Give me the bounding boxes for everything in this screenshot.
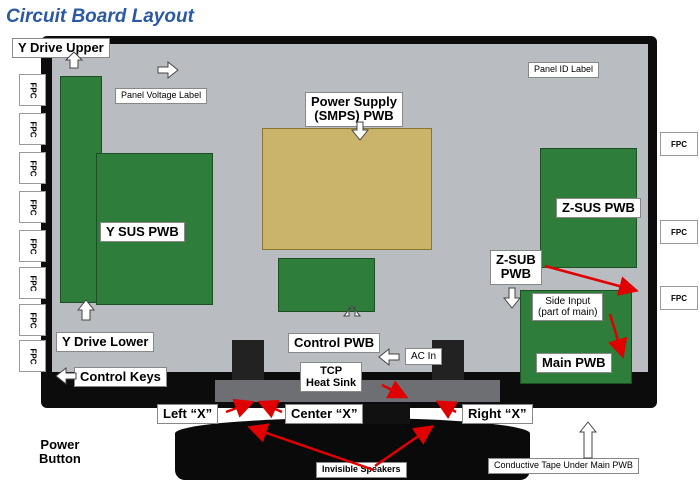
fpc-label: FPC: [19, 267, 46, 299]
fpc-label: FPC: [660, 220, 698, 244]
label-power-button: Power Button: [39, 437, 81, 467]
y-drive-board: [60, 76, 102, 303]
fpc-label: FPC: [19, 304, 46, 336]
fpc-label: FPC: [19, 152, 46, 184]
fpc-label: FPC: [660, 286, 698, 310]
label-left-x: Left “X”: [157, 404, 219, 425]
white-arrow: [55, 51, 598, 459]
label-panel-id: Panel ID Label: [528, 62, 600, 78]
label-power-supply: Power Supply (SMPS) PWB: [305, 92, 403, 127]
label-z-sub: Z-SUB PWB: [490, 250, 542, 285]
label-invisible-speakers: Invisible Speakers: [316, 462, 407, 478]
fpc-label: FPC: [19, 340, 46, 372]
label-conductive-tape: Conductive Tape Under Main PWB: [488, 458, 639, 474]
label-ac-in: AC In: [405, 348, 443, 365]
fpc-label: FPC: [19, 191, 46, 223]
label-main-pwb: Main PWB: [536, 353, 612, 374]
fpc-label: FPC: [19, 113, 46, 145]
power-supply-board: [262, 128, 432, 250]
label-y-drive-lower: Y Drive Lower: [56, 332, 155, 353]
fpc-label: FPC: [660, 132, 698, 156]
label-z-sus: Z-SUS PWB: [556, 198, 641, 219]
label-right-x: Right “X”: [462, 404, 533, 425]
label-control-pwb: Control PWB: [288, 333, 381, 354]
label-panel-voltage: Panel Voltage Label: [115, 88, 208, 104]
control-board: [278, 258, 375, 312]
label-control-keys: Control Keys: [74, 367, 167, 388]
fpc-label: FPC: [19, 230, 46, 262]
red-arrow: [225, 264, 639, 472]
label-side-input: Side Input (part of main): [532, 293, 604, 321]
fpc-label: FPC: [19, 74, 46, 106]
label-y-drive-upper: Y Drive Upper: [12, 38, 110, 59]
label-tcp-heat-sink: TCP Heat Sink: [300, 362, 363, 393]
label-y-sus: Y SUS PWB: [100, 222, 185, 243]
label-center-x: Center “X”: [285, 404, 364, 425]
diagram-title: Circuit Board Layout: [6, 6, 194, 27]
